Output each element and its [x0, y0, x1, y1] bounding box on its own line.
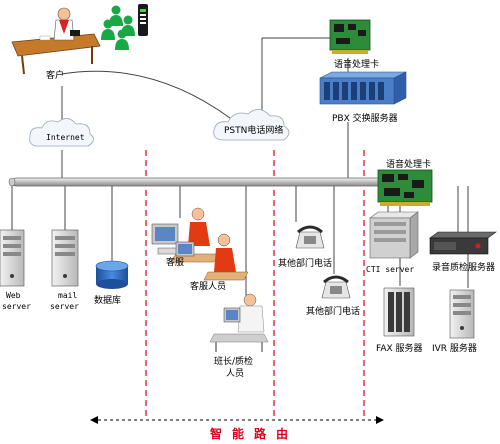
supervisor-label-1: 班长/质检 [214, 355, 253, 367]
voice-card-mid-icon [377, 169, 433, 206]
database-label: 数据库 [94, 294, 121, 306]
supervisor-icon [209, 293, 269, 352]
ivr-server-icon [449, 289, 475, 339]
fax-server-icon [383, 287, 415, 337]
routing-boundaries [145, 150, 365, 416]
ivr-server-label: IVR 服务器 [432, 342, 477, 354]
phone-handset-icon [138, 4, 148, 36]
mail-server-icon [51, 229, 79, 287]
supervisor-label-2: 人员 [226, 368, 244, 379]
agent-label: 客服 [166, 256, 184, 268]
customer-label: 客户 [46, 69, 64, 81]
customer-desk-icon [11, 7, 101, 75]
other-phone-2-icon [321, 275, 351, 299]
voice-card-mid-label: 语音处理卡 [386, 158, 431, 170]
smart-routing-arrow [90, 416, 384, 424]
web-server-icon [0, 229, 25, 287]
internet-label: Internet [46, 133, 85, 142]
recording-server-label: 录音质检服务器 [432, 261, 495, 273]
smart-routing-label-bg [206, 425, 302, 441]
pbx-label: PBX 交换服务器 [332, 112, 398, 124]
fax-server-label: FAX 服务器 [376, 342, 423, 354]
mail-server-label-2: server [50, 302, 79, 311]
mail-server-label-1: mail [58, 291, 77, 300]
lan-bus [8, 177, 385, 187]
voice-card-top-label: 语音处理卡 [334, 58, 379, 70]
agent-workstation-icon [151, 207, 249, 281]
web-server-label-2: server [2, 302, 31, 311]
other-phone-1-label: 其他部门电话 [278, 257, 332, 269]
database-icon [95, 260, 129, 289]
agent-staff-label: 客服人员 [190, 280, 226, 292]
customer-group-icon [101, 5, 135, 50]
other-phone-2-label: 其他部门电话 [306, 305, 360, 317]
internet-cloud-icon [29, 118, 94, 147]
voice-card-top-icon [329, 19, 371, 54]
pstn-label: PSTN电话网络 [224, 124, 283, 136]
web-server-label-1: Web [6, 291, 21, 300]
other-phone-1-icon [295, 225, 325, 249]
pstn-cloud-icon [213, 109, 290, 141]
smart-routing-label: 智能路由 [209, 426, 298, 441]
pbx-server-icon [319, 71, 407, 105]
cti-server-icon [369, 211, 419, 259]
cti-server-label: CTI server [366, 265, 414, 274]
recording-server-icon [429, 231, 497, 255]
